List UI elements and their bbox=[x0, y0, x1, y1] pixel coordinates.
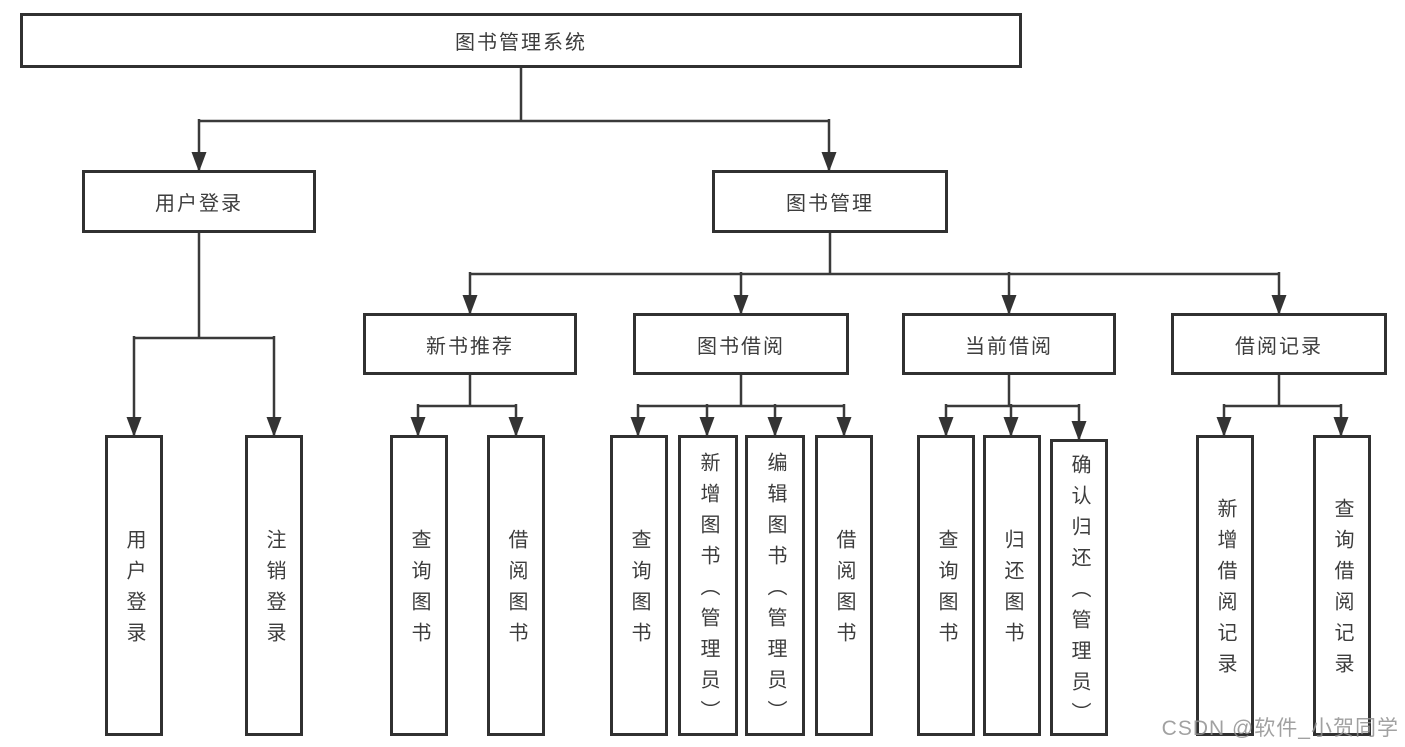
node-label: 图书管理系统 bbox=[455, 32, 587, 54]
node-edit-books-admin: 编辑图书（管理员） bbox=[745, 435, 805, 736]
node-label: 查询图书 bbox=[628, 529, 650, 653]
node-label: 借阅记录 bbox=[1235, 335, 1323, 358]
node-query-books-1: 查询图书 bbox=[390, 435, 448, 736]
node-label: 查询图书 bbox=[408, 529, 430, 653]
node-label: 新增借阅记录 bbox=[1214, 498, 1236, 684]
node-add-borrow-record: 新增借阅记录 bbox=[1196, 435, 1254, 736]
node-label: 确认归还（管理员） bbox=[1068, 453, 1090, 733]
node-current-borrowing: 当前借阅 bbox=[902, 313, 1116, 375]
csdn-watermark: CSDN @软件_小贺同学 bbox=[1161, 717, 1399, 740]
node-label: 注销登录 bbox=[263, 529, 285, 653]
node-label: 新增图书（管理员） bbox=[697, 451, 719, 731]
node-label: 新书推荐 bbox=[426, 335, 514, 358]
node-label: 用户登录 bbox=[155, 193, 243, 215]
node-query-books-3: 查询图书 bbox=[917, 435, 975, 736]
node-user-login: 用户登录 bbox=[82, 170, 316, 233]
node-borrow-books-2: 借阅图书 bbox=[815, 435, 873, 736]
node-label: 查询图书 bbox=[935, 529, 957, 653]
node-label: 当前借阅 bbox=[965, 335, 1053, 358]
node-borrow-books-1: 借阅图书 bbox=[487, 435, 545, 736]
arrowheads bbox=[126, 152, 1349, 441]
node-library-management-system: 图书管理系统 bbox=[20, 13, 1022, 68]
node-confirm-return-admin: 确认归还（管理员） bbox=[1050, 439, 1108, 736]
node-query-books-2: 查询图书 bbox=[610, 435, 668, 736]
node-label: 归还图书 bbox=[1001, 529, 1023, 653]
node-return-books: 归还图书 bbox=[983, 435, 1041, 736]
node-label: 借阅图书 bbox=[505, 529, 527, 653]
node-label: 图书管理 bbox=[786, 193, 874, 215]
node-user-login-leaf: 用户登录 bbox=[105, 435, 163, 736]
node-query-borrow-record: 查询借阅记录 bbox=[1313, 435, 1371, 736]
node-label: 用户登录 bbox=[123, 529, 145, 653]
node-label: 编辑图书（管理员） bbox=[764, 451, 786, 731]
node-label: 借阅图书 bbox=[833, 529, 855, 653]
node-book-management: 图书管理 bbox=[712, 170, 948, 233]
node-label: 查询借阅记录 bbox=[1331, 498, 1353, 684]
node-label: 图书借阅 bbox=[697, 335, 785, 358]
node-book-borrowing: 图书借阅 bbox=[633, 313, 849, 375]
node-borrowing-records: 借阅记录 bbox=[1171, 313, 1387, 375]
node-logout: 注销登录 bbox=[245, 435, 303, 736]
node-add-books-admin: 新增图书（管理员） bbox=[678, 435, 738, 736]
node-new-book-recommend: 新书推荐 bbox=[363, 313, 577, 375]
